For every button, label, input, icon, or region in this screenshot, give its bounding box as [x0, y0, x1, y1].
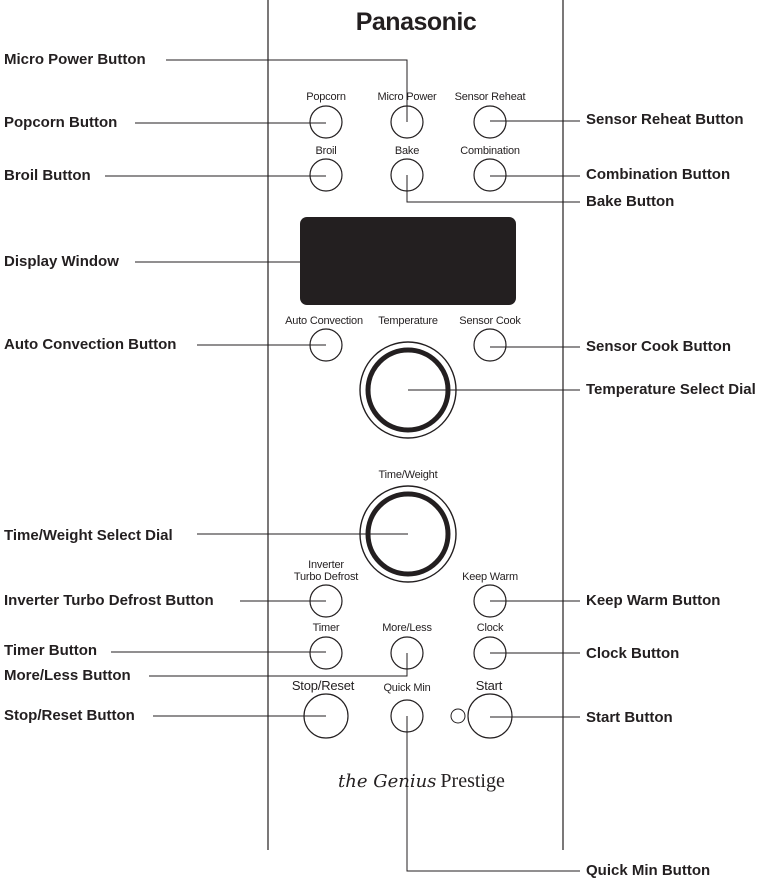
- quick-min-label: Quick Min: [383, 682, 431, 694]
- callout-more-less: More/Less Button: [4, 667, 131, 684]
- sensor-reheat-label: Sensor Reheat: [454, 91, 526, 103]
- callout-sensor-reheat: Sensor Reheat Button: [586, 111, 744, 128]
- callout-time-weight: Time/Weight Select Dial: [4, 527, 173, 544]
- popcorn-button[interactable]: [309, 105, 343, 139]
- callout-timer: Timer Button: [4, 642, 98, 659]
- callout-inverter: Inverter Turbo Defrost Button: [4, 592, 214, 609]
- brand-logo: Panasonic: [355, 8, 477, 36]
- callout-bake: Bake Button: [586, 193, 675, 210]
- start-button[interactable]: [467, 693, 513, 739]
- callout-start: Start Button: [586, 709, 673, 726]
- inverter-label-line1: Inverter: [308, 559, 344, 571]
- sensor-reheat-button[interactable]: [473, 105, 507, 139]
- display-window: [300, 217, 516, 305]
- broil-label: Broil: [315, 145, 337, 157]
- timer-button[interactable]: [309, 636, 343, 670]
- callout-clock: Clock Button: [586, 645, 680, 662]
- popcorn-label: Popcorn: [306, 91, 346, 103]
- keep-warm-label: Keep Warm: [462, 571, 518, 583]
- sensor-cook-label: Sensor Cook: [459, 315, 521, 327]
- stop-reset-label: Stop/Reset: [291, 678, 355, 693]
- combination-label: Combination: [460, 145, 520, 157]
- callout-temperature: Temperature Select Dial: [586, 381, 756, 398]
- callout-keep-warm: Keep Warm Button: [586, 592, 721, 609]
- series-genius: the Genius: [338, 771, 437, 792]
- leader-lines: [105, 59, 580, 872]
- temperature-label: Temperature: [378, 315, 438, 327]
- callout-micro-power: Micro Power Button: [4, 51, 146, 68]
- callout-auto-convection: Auto Convection Button: [4, 336, 177, 353]
- auto-convection-label: Auto Convection: [285, 315, 363, 327]
- callout-stop-reset: Stop/Reset Button: [4, 707, 135, 724]
- more-less-label: More/Less: [382, 622, 432, 634]
- sensor-cook-button[interactable]: [473, 328, 507, 362]
- series-prestige: Prestige: [440, 770, 505, 792]
- bake-label: Bake: [394, 145, 420, 157]
- inverter-label-line2: Turbo Defrost: [293, 571, 359, 583]
- callout-sensor-cook: Sensor Cook Button: [586, 338, 731, 355]
- time-weight-label: Time/Weight: [378, 469, 438, 481]
- micro-power-label: Micro Power: [377, 91, 437, 103]
- clock-label: Clock: [476, 622, 504, 634]
- callout-popcorn: Popcorn Button: [4, 114, 118, 131]
- callout-combination: Combination Button: [586, 166, 731, 183]
- combination-button[interactable]: [473, 158, 507, 192]
- start-indicator-light: [450, 708, 466, 724]
- callout-broil: Broil Button: [4, 167, 91, 184]
- callout-display: Display Window: [4, 253, 119, 270]
- broil-button[interactable]: [309, 158, 343, 192]
- timer-label: Timer: [312, 622, 340, 634]
- start-label: Start: [475, 678, 503, 693]
- callout-quick-min: Quick Min Button: [586, 862, 711, 879]
